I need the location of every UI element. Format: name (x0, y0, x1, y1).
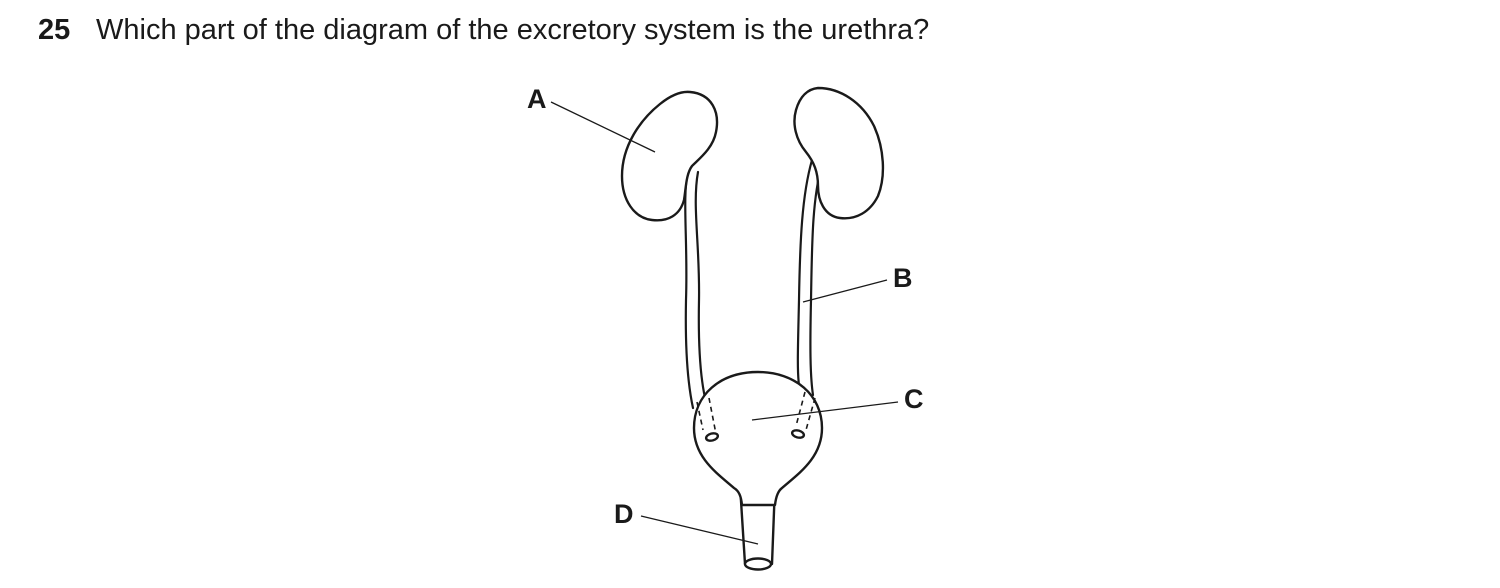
label-a: A (527, 84, 547, 114)
right-kidney (793, 86, 885, 220)
ureter-openings (696, 391, 816, 442)
leader-line-d (640, 515, 759, 545)
question: 25 Which part of the diagram of the excre… (38, 10, 929, 50)
leader-line-a (550, 101, 656, 153)
leader-line-c (751, 401, 899, 421)
left-kidney (620, 90, 719, 222)
bladder (692, 370, 824, 507)
left-ureter (684, 166, 708, 410)
label-c: C (904, 384, 924, 414)
leader-line-b (802, 279, 888, 303)
label-d: D (614, 499, 634, 529)
label-b: B (893, 263, 913, 293)
question-number: 25 (38, 14, 71, 46)
question-text: Which part of the diagram of the excreto… (96, 14, 930, 46)
